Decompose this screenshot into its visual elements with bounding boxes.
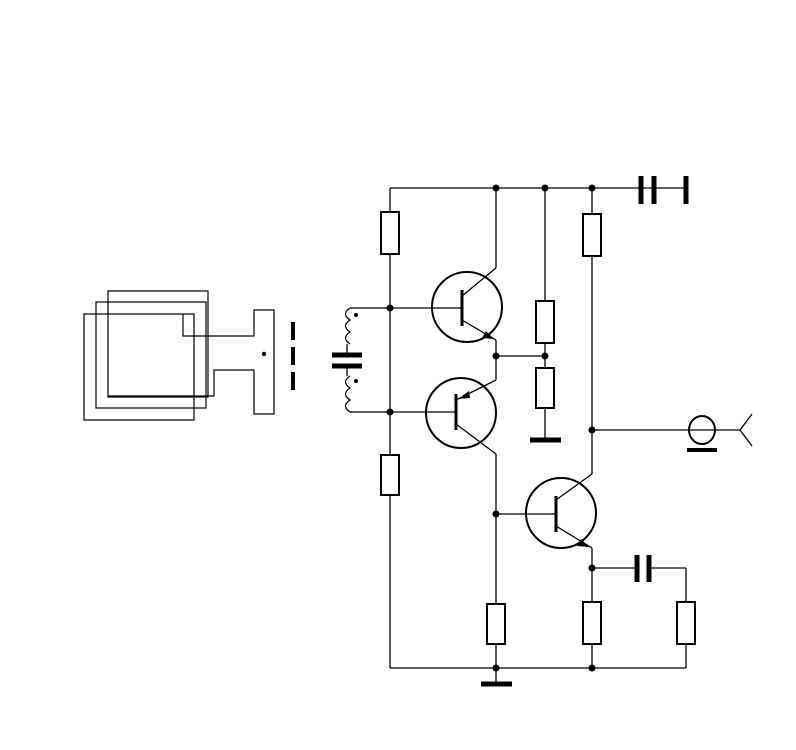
input-capacitor-icon	[332, 344, 362, 376]
collector-resistor	[582, 188, 602, 257]
mid-divider	[496, 188, 561, 443]
transistor-output-icon	[496, 256, 597, 602]
transistor-middle-icon	[390, 377, 506, 668]
output-jack-icon	[592, 413, 753, 452]
input-transformer-icon	[344, 307, 390, 413]
junction-dots	[386, 184, 596, 672]
left-bias-network	[380, 188, 400, 668]
bottom-rail-wire	[390, 667, 686, 687]
top-rail-wire	[390, 176, 689, 204]
speaker-icon	[83, 290, 275, 421]
transistor-top-icon	[390, 188, 503, 380]
emitter-network	[582, 555, 696, 668]
